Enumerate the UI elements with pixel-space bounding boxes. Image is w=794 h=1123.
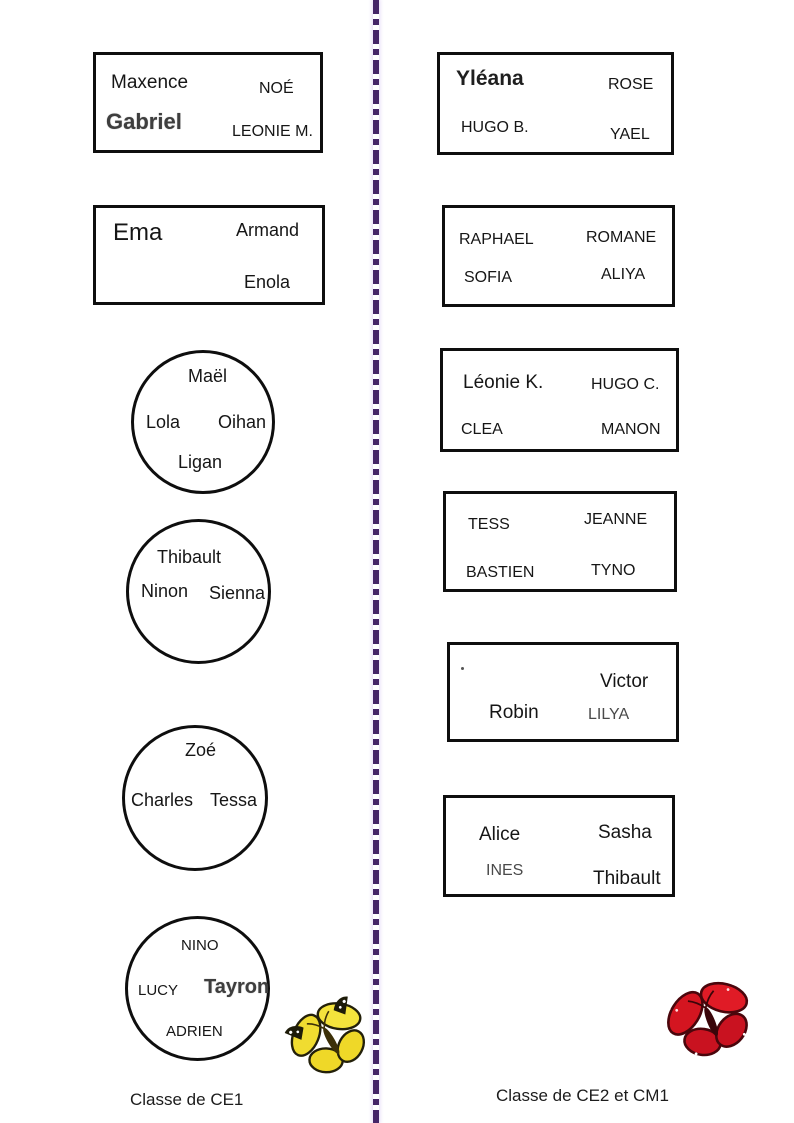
yellow-butterfly-icon (283, 992, 378, 1087)
seating-group-rect: Maxence NOÉ Gabriel LEONIE M. (93, 52, 323, 153)
student-name: TESS (468, 516, 510, 533)
student-name: RAPHAEL (459, 231, 534, 248)
seating-group-rect: Ema Armand Enola (93, 205, 325, 305)
student-name: NINO (181, 937, 219, 954)
seating-group-rect: RAPHAEL ROMANE SOFIA ALIYA (442, 205, 675, 307)
student-name: LILYA (588, 706, 630, 723)
student-name: NOÉ (259, 80, 294, 97)
class-label-ce1: Classe de CE1 (130, 1090, 244, 1109)
student-name: Armand (236, 220, 300, 240)
class-label-ce2-cm1: Classe de CE2 et CM1 (496, 1086, 669, 1105)
student-name: JEANNE (584, 511, 648, 528)
seating-group-rect: Yléana ROSE HUGO B. YAEL (437, 52, 674, 155)
student-name: LUCY (138, 982, 179, 999)
student-name: Enola (244, 272, 291, 292)
student-name: Zoé (185, 740, 217, 760)
seating-group-rect: Victor Robin LILYA (447, 642, 679, 742)
student-name: Léonie K. (463, 372, 544, 393)
student-name: Thibault (593, 868, 661, 889)
seating-group-circle: Maël Lola Oihan Ligan (131, 350, 275, 494)
seating-group-circle: Thibault Ninon Sienna (126, 519, 271, 664)
student-name: Tayron (204, 976, 270, 998)
red-butterfly-icon (658, 975, 763, 1065)
student-name: Maël (188, 366, 228, 386)
seating-group-rect: Alice Sasha INES Thibault (443, 795, 675, 897)
seating-group-rect: TESS JEANNE BASTIEN TYNO (443, 491, 677, 592)
student-name: HUGO C. (591, 376, 660, 393)
student-name: Ninon (141, 581, 189, 601)
student-name: Alice (479, 824, 521, 845)
student-name: BASTIEN (466, 564, 535, 581)
seating-group-circle: Zoé Charles Tessa (122, 725, 268, 871)
seating-group-rect: Léonie K. HUGO C. CLEA MANON (440, 348, 679, 452)
student-name: ROSE (608, 76, 654, 93)
student-name: Thibault (157, 547, 222, 567)
student-name: Oihan (218, 412, 267, 432)
student-name: Sasha (598, 822, 652, 843)
student-name: YAEL (610, 126, 650, 143)
student-name: Sienna (209, 583, 266, 603)
student-name: Victor (600, 671, 649, 692)
student-name: Ligan (178, 452, 223, 472)
student-name: INES (486, 862, 524, 879)
student-name: LEONIE M. (232, 123, 313, 140)
student-name: Charles (131, 790, 194, 810)
dashed-divider-line (373, 0, 379, 1123)
student-name: Ema (113, 219, 163, 246)
student-name: HUGO B. (461, 119, 529, 136)
student-name: Robin (489, 702, 539, 723)
seating-group-circle: NINO LUCY Tayron ADRIEN (125, 916, 270, 1061)
student-name: TYNO (591, 562, 636, 579)
student-name: MANON (601, 421, 661, 438)
student-name: Lola (146, 412, 181, 432)
student-name: Gabriel (106, 109, 182, 134)
student-name: Maxence (111, 72, 189, 93)
stray-dot (461, 667, 464, 670)
student-name: CLEA (461, 421, 503, 438)
student-name: SOFIA (464, 269, 513, 286)
student-name: Yléana (456, 67, 524, 90)
student-name: ALIYA (601, 266, 646, 283)
student-name: Tessa (210, 790, 258, 810)
student-name: ROMANE (586, 229, 657, 246)
student-name: ADRIEN (166, 1023, 223, 1040)
